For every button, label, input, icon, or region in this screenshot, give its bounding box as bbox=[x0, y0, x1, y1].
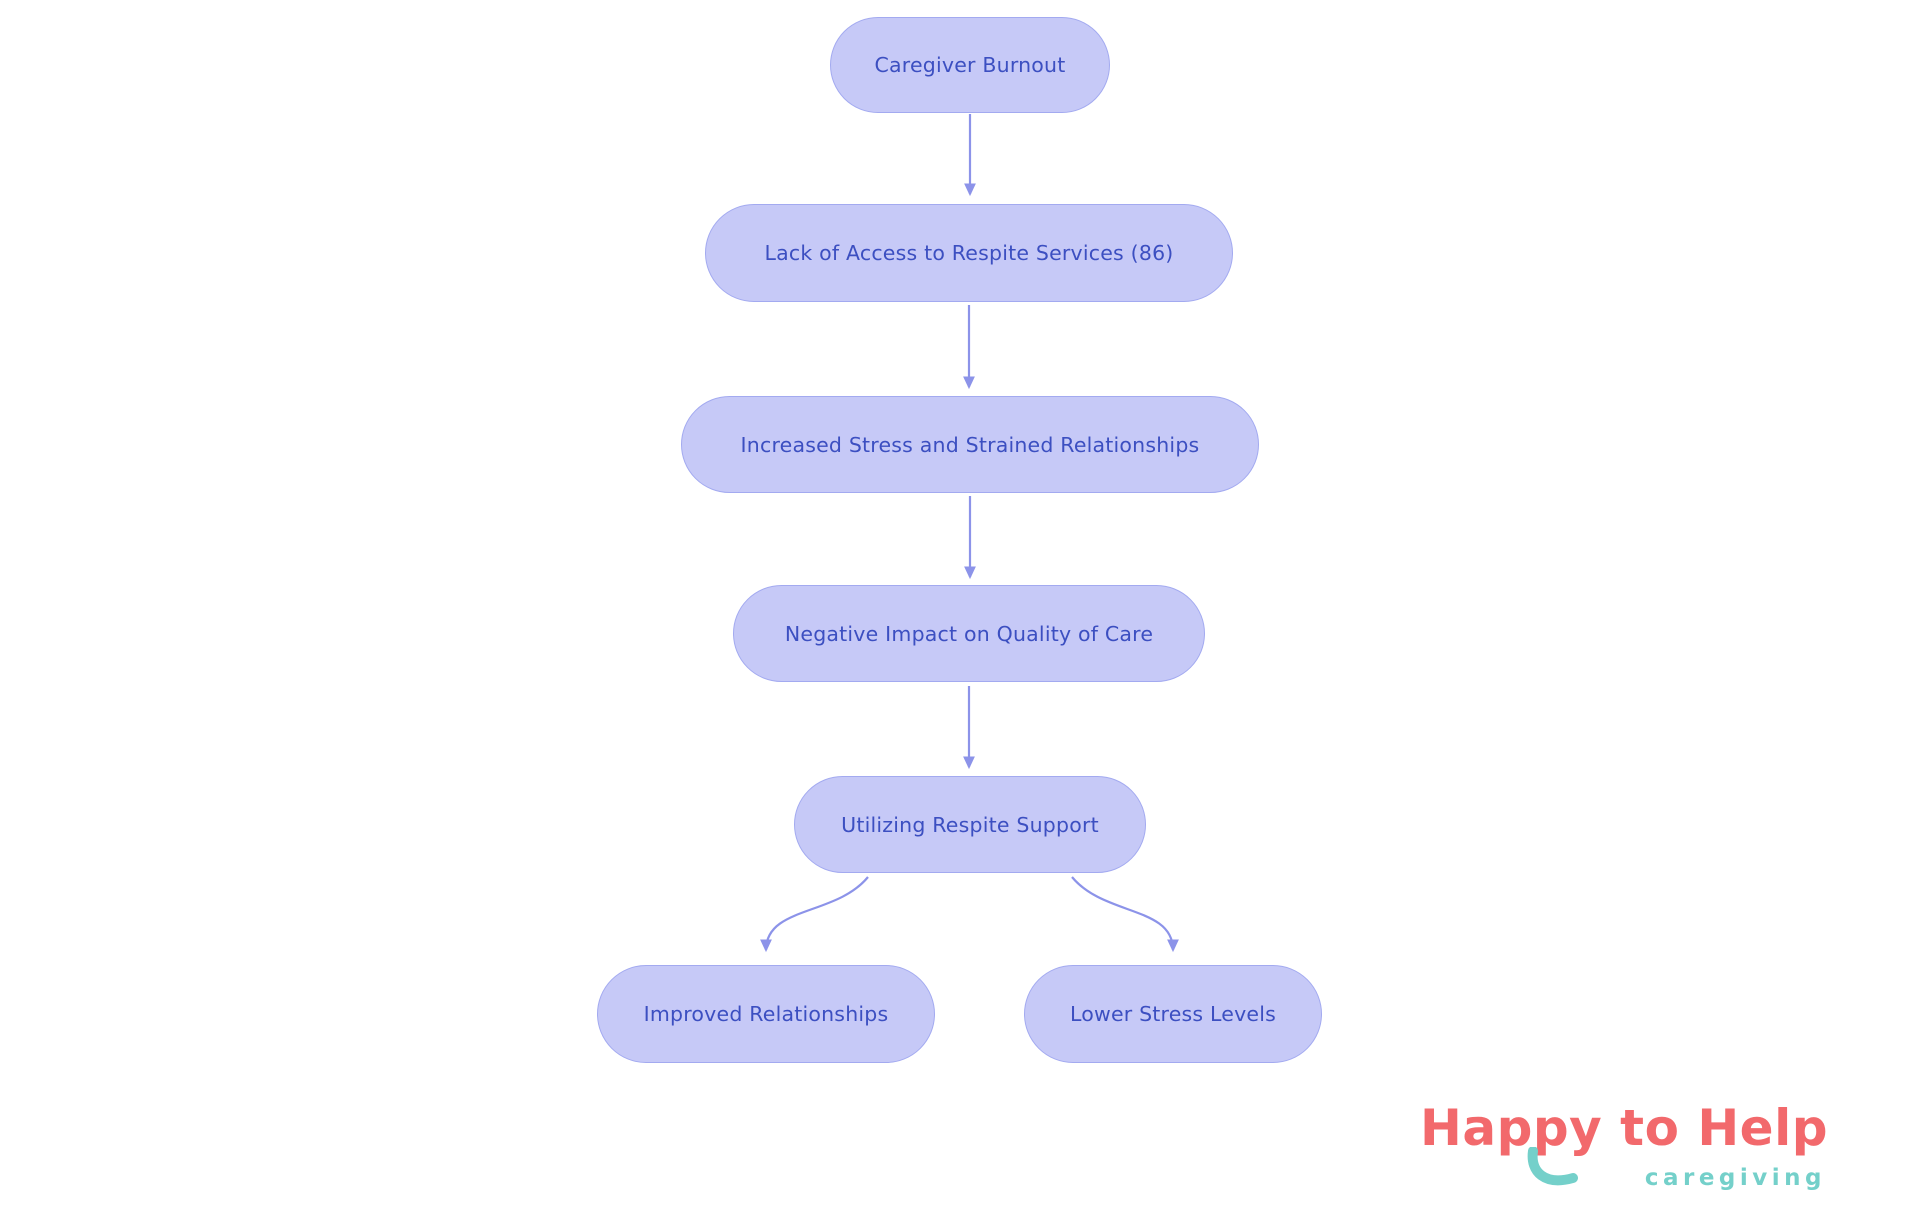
node-caregiver-burnout: Caregiver Burnout bbox=[830, 17, 1110, 113]
node-increased-stress-and-strained-relationships: Increased Stress and Strained Relationsh… bbox=[681, 396, 1259, 493]
node-label: Lack of Access to Respite Services (86) bbox=[764, 241, 1174, 265]
node-negative-impact-on-quality-of-care: Negative Impact on Quality of Care bbox=[733, 585, 1205, 682]
node-lack-of-access-to-respite-services: Lack of Access to Respite Services (86) bbox=[705, 204, 1233, 302]
edge-respite-support-to-lower-stress bbox=[1071, 876, 1179, 953]
node-label: Improved Relationships bbox=[643, 1002, 889, 1026]
edge-respite-support-to-improved-relationships bbox=[760, 876, 869, 953]
node-label: Caregiver Burnout bbox=[874, 53, 1066, 77]
node-label: Increased Stress and Strained Relationsh… bbox=[740, 432, 1200, 457]
smile-icon bbox=[1527, 1147, 1578, 1186]
brand-subtitle: caregiving bbox=[1644, 1165, 1826, 1191]
node-label: Utilizing Respite Support bbox=[841, 812, 1099, 837]
node-label: Lower Stress Levels bbox=[1069, 1002, 1277, 1026]
brand-title: Happy to Help bbox=[1420, 1099, 1829, 1157]
node-label: Negative Impact on Quality of Care bbox=[784, 621, 1154, 646]
brand-logo: Happy to Help caregiving bbox=[1420, 1099, 1862, 1191]
node-improved-relationships: Improved Relationships bbox=[597, 965, 935, 1063]
node-lower-stress-levels: Lower Stress Levels bbox=[1024, 965, 1322, 1063]
node-utilizing-respite-support: Utilizing Respite Support bbox=[794, 776, 1146, 873]
